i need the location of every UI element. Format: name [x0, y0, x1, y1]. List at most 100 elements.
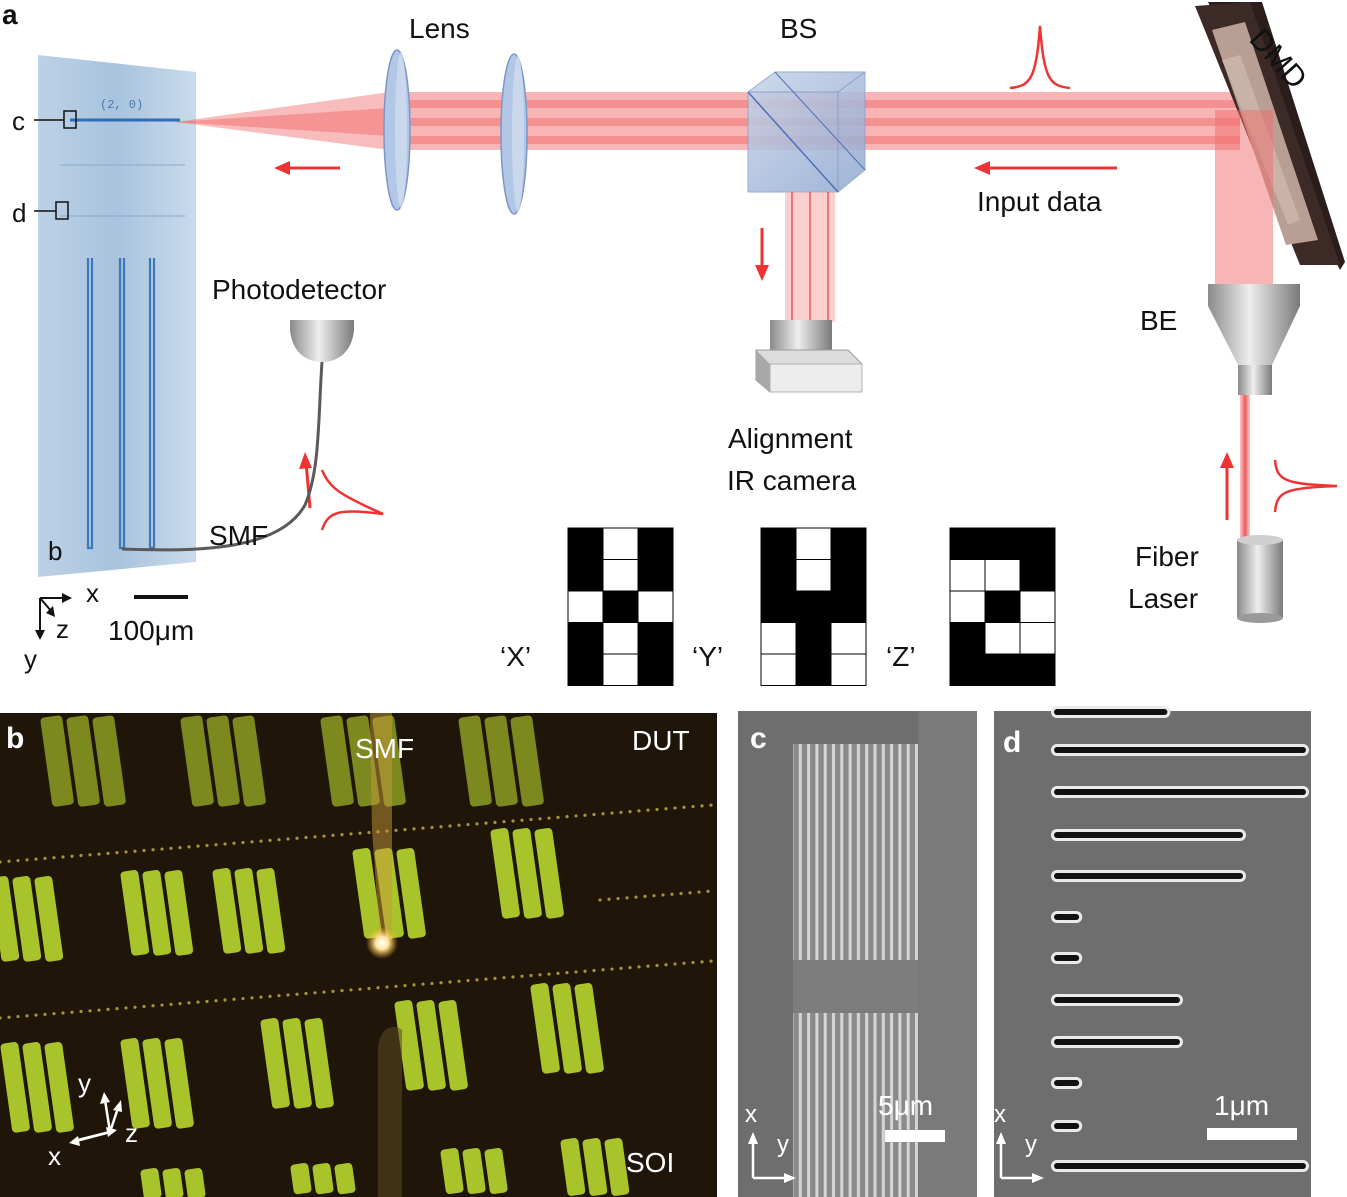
grating-dot	[610, 811, 614, 815]
grating-dot	[484, 977, 488, 981]
panel-d-background	[994, 711, 1311, 1197]
device-stripe	[582, 1138, 608, 1196]
grating-dot	[25, 858, 29, 862]
grating-dot	[574, 814, 578, 818]
grating-dot	[511, 975, 515, 979]
grating-dot	[673, 806, 677, 810]
grating-dot	[655, 807, 659, 812]
beam-main	[520, 92, 1240, 150]
device-group	[394, 1000, 468, 1091]
grating-dot	[178, 1002, 182, 1006]
nanobar-array	[1051, 706, 1309, 1172]
axis-b-x: x	[48, 1141, 61, 1171]
grating-dot	[646, 964, 650, 968]
device-stripe	[34, 876, 64, 962]
device-stripe	[164, 1038, 194, 1129]
fiber-laser-label-line1: Fiber	[1135, 541, 1199, 572]
input-patterns: ‘X’‘Y’‘Z’	[500, 527, 1056, 686]
bs-label: BS	[780, 13, 817, 44]
grating-dot	[385, 985, 389, 989]
grating-dot	[304, 991, 308, 996]
chip-coordinate-text: (2, 0)	[100, 98, 143, 112]
device-stripe	[510, 715, 544, 807]
grating-dot	[700, 960, 704, 964]
panel-b-probe	[378, 1026, 402, 1197]
lens-2	[500, 53, 528, 215]
pattern-pixel	[602, 622, 639, 655]
device-stripe	[92, 715, 126, 807]
device-stripe	[394, 1000, 424, 1091]
grating-dot	[502, 820, 506, 824]
beam-focusing-core	[175, 108, 390, 136]
panel-b-soi-label: SOI	[626, 1147, 674, 1178]
grating-dot	[52, 856, 56, 860]
device-stripe	[438, 1000, 468, 1091]
grating-dot	[259, 995, 263, 999]
pattern-pixel	[830, 559, 867, 592]
grating-dot	[484, 821, 488, 825]
pattern-pixel	[795, 527, 832, 560]
axis-b-z: z	[125, 1118, 138, 1148]
grating-dot	[124, 850, 128, 854]
device-stripe	[206, 715, 240, 807]
pattern-pixel	[760, 527, 797, 560]
grating-dot	[286, 993, 290, 997]
grating-dot	[574, 970, 578, 974]
grating-dot	[610, 967, 614, 971]
grating-dot	[598, 898, 602, 902]
nanobar	[1054, 914, 1080, 920]
pattern-pixel	[637, 653, 674, 686]
grating-dot	[196, 1000, 200, 1004]
pattern-label: ‘Y’	[692, 641, 723, 672]
pattern-pixel	[984, 559, 1021, 592]
pattern-pixel	[637, 590, 674, 623]
axes-a	[35, 593, 72, 640]
grating-dot	[106, 1007, 110, 1011]
grating-dot	[52, 1012, 56, 1016]
grating-dot	[97, 852, 101, 856]
pattern-pixel	[830, 590, 867, 623]
device-group	[490, 828, 564, 919]
pattern-pixel	[567, 653, 604, 686]
photonic-chip	[38, 55, 196, 577]
grating-dot	[223, 998, 227, 1002]
grating-dot	[583, 813, 587, 817]
grating-dot	[538, 817, 542, 821]
grating-dot	[295, 992, 299, 996]
grating-dot	[709, 959, 713, 963]
grating-dot	[466, 822, 470, 827]
grating-dot	[250, 996, 254, 1000]
ir-camera	[755, 320, 863, 393]
axis-a-z: z	[56, 614, 69, 644]
panel-b: b SMF DUT SOI y z x	[0, 713, 717, 1197]
grating-dot	[457, 823, 461, 827]
grating-dot	[88, 853, 92, 857]
grating-dot	[664, 807, 668, 811]
grating-dot	[214, 843, 218, 847]
grating-dot	[79, 1009, 83, 1014]
grating-dot	[205, 843, 209, 848]
grating-dot	[88, 1009, 92, 1013]
grating-dot	[430, 825, 434, 830]
grating-dot	[592, 968, 596, 973]
pattern-pixel	[830, 527, 867, 560]
device-group	[440, 1148, 508, 1195]
grating-dot	[607, 897, 611, 901]
axes-c	[748, 1132, 796, 1183]
pulse-right	[1273, 459, 1338, 513]
pattern-pixel	[949, 527, 986, 560]
pattern-pixel	[602, 590, 639, 623]
grating-dot	[637, 809, 641, 813]
grating-dot	[697, 890, 701, 894]
scale-bar-a-label: 100μm	[108, 615, 194, 646]
device-stripe	[234, 868, 264, 954]
pattern-pixel	[637, 527, 674, 560]
pattern-pixel	[760, 590, 797, 623]
grating-dot	[70, 1010, 74, 1014]
axes-b	[69, 1092, 122, 1146]
panel-b-smf	[370, 713, 392, 940]
grating-dot	[232, 841, 236, 845]
pattern-pixel	[795, 622, 832, 655]
grating-dot	[652, 894, 656, 898]
